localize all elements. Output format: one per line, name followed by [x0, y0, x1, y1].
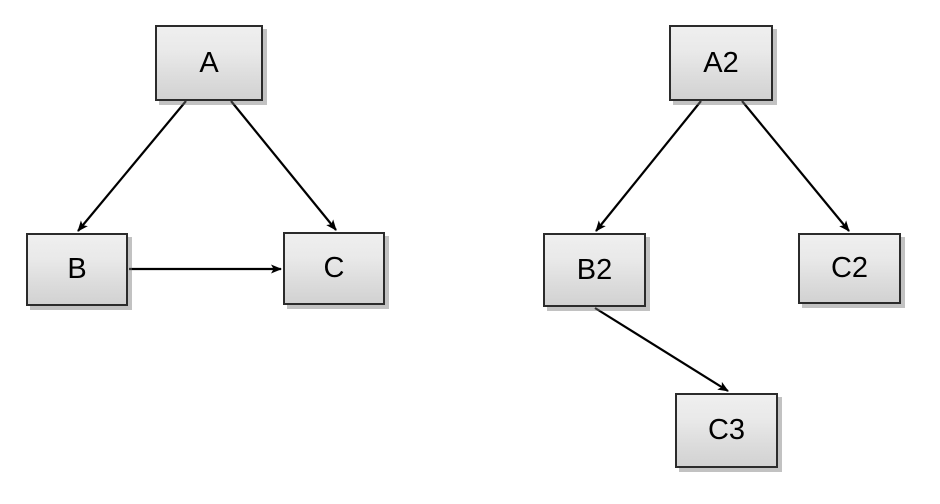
node-b2[interactable]: B2 — [543, 233, 646, 307]
node-a2-label: A2 — [703, 46, 739, 79]
node-c2-label: C2 — [830, 252, 869, 284]
edge-b2-to-c3 — [594, 307, 729, 392]
edge-a-to-b — [77, 100, 187, 232]
node-b2-label: B2 — [576, 253, 613, 286]
edge-a-to-c — [230, 100, 337, 231]
node-c2[interactable]: C2 — [798, 233, 901, 304]
node-c[interactable]: C — [283, 232, 385, 305]
node-a[interactable]: A — [155, 25, 263, 101]
edge-a2-to-c2 — [741, 100, 850, 232]
node-b[interactable]: B — [26, 233, 128, 306]
node-c-label: C — [323, 252, 345, 284]
node-c3[interactable]: C3 — [675, 393, 778, 468]
node-c3-label: C3 — [707, 414, 746, 446]
node-a-label: A — [199, 46, 219, 79]
node-b-label: B — [67, 253, 87, 285]
node-a2[interactable]: A2 — [669, 25, 773, 101]
edge-a2-to-b2 — [595, 100, 702, 232]
